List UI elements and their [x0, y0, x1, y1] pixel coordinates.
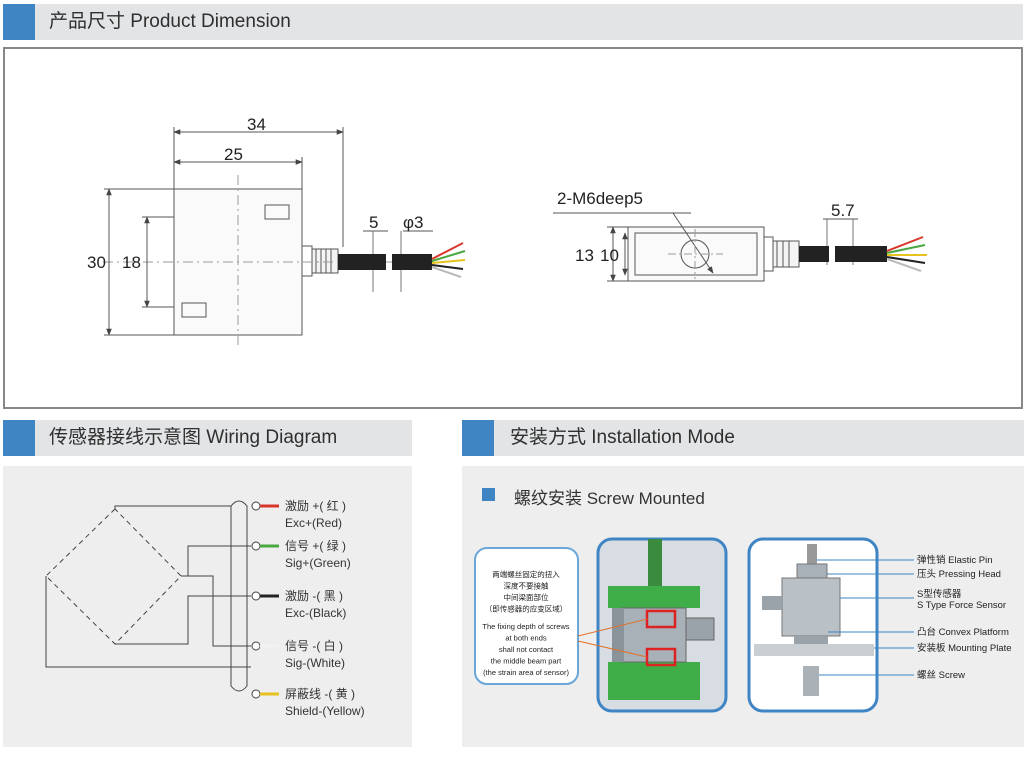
dim-thread: 2-M6deep5	[557, 189, 643, 208]
dim-5: 5	[369, 213, 378, 232]
wire-label-en: Shield-(Yellow)	[285, 704, 365, 718]
part-label: 安装板 Mounting Plate	[917, 642, 1012, 654]
wire-row: 激励 -( 黑 ) Exc-(Black)	[251, 589, 346, 620]
wire-label-en: Exc+(Red)	[285, 516, 342, 530]
mount-slot-bottom	[181, 302, 207, 318]
note-line: at both ends	[505, 634, 547, 643]
dim-phi3: φ3	[403, 213, 423, 232]
wire-row: 信号 +( 绿 ) Sig+(Green)	[251, 538, 351, 570]
terminal-circle	[251, 641, 261, 651]
wiring-diagram: 激励 +( 红 ) Exc+(Red) 信号 +( 绿 ) Sig+(Green) 激励…	[45, 498, 365, 718]
section-marker	[3, 420, 35, 456]
wire-row: 信号 -( 白 ) Sig-(White)	[251, 638, 345, 670]
note-line: shall not contact	[499, 645, 554, 654]
terminal-circle	[251, 689, 261, 699]
note-line: （即传感器的应变区域）	[485, 604, 568, 614]
wire-label-en: Sig-(White)	[285, 656, 345, 670]
subtitle-marker	[482, 488, 495, 501]
part-label: 凸台 Convex Platform	[917, 626, 1009, 638]
wiring-panel	[3, 466, 412, 747]
dim-13: 13	[575, 246, 594, 265]
section-marker	[3, 4, 35, 40]
part-label: 螺丝 Screw	[917, 669, 965, 681]
wire-label-cn: 激励 -( 黑 )	[285, 589, 343, 603]
section-title-dimension: 产品尺寸 Product Dimension	[49, 11, 291, 32]
part-label: S Type Force Sensor	[917, 600, 1006, 611]
wire-row: 激励 +( 红 ) Exc+(Red)	[251, 498, 346, 530]
section-title-wiring: 传感器接线示意图 Wiring Diagram	[49, 427, 338, 448]
dim-5-7: 5.7	[831, 201, 855, 220]
note-line: 两端螺丝固定的扭入	[492, 569, 560, 579]
wire-label-en: Sig+(Green)	[285, 556, 351, 570]
dim-10: 10	[600, 246, 619, 265]
install-subtitle: 螺纹安装 Screw Mounted	[514, 489, 705, 508]
wire-label-cn: 屏蔽线 -( 黄 )	[285, 687, 355, 701]
wire-label-cn: 信号 +( 绿 )	[285, 538, 346, 553]
mount-slot-top	[264, 204, 290, 220]
note-line: 深度不要接触	[504, 581, 549, 591]
part-label: 压头 Pressing Head	[917, 568, 1001, 580]
note-line: The fixing depth of screws	[482, 622, 569, 631]
section-title-install: 安装方式 Installation Mode	[510, 427, 735, 448]
dim-34: 34	[247, 115, 266, 134]
dim-25: 25	[224, 145, 243, 164]
part-label: 弹性销 Elastic Pin	[917, 554, 993, 566]
section-header-dimension: 产品尺寸 Product Dimension	[3, 4, 1023, 40]
note-line: the middle beam part	[491, 657, 562, 666]
dim-30: 30	[87, 253, 106, 272]
wire-label-cn: 激励 +( 红 )	[285, 498, 346, 513]
section-marker	[462, 420, 494, 456]
wire-row: 屏蔽线 -( 黄 ) Shield-(Yellow)	[251, 687, 365, 718]
terminal-circle	[251, 501, 261, 511]
dimension-drawing: 34 25 5 φ3 30 18 2-M6deep5 13 10 5.7	[3, 47, 1023, 409]
wire-label-en: Exc-(Black)	[285, 606, 346, 620]
section-header-wiring: 传感器接线示意图 Wiring Diagram	[3, 420, 412, 456]
section-header-install: 安装方式 Installation Mode	[462, 420, 1024, 456]
terminal-circle	[251, 541, 261, 551]
note-box	[474, 547, 579, 685]
wire-label-cn: 信号 -( 白 )	[285, 638, 343, 653]
dim-18: 18	[122, 253, 141, 272]
terminal-circle	[251, 591, 261, 601]
note-line: (the strain area of sensor)	[483, 668, 569, 677]
part-label: S型传感器	[917, 588, 962, 600]
note-line: 中间梁面部位	[504, 592, 549, 602]
